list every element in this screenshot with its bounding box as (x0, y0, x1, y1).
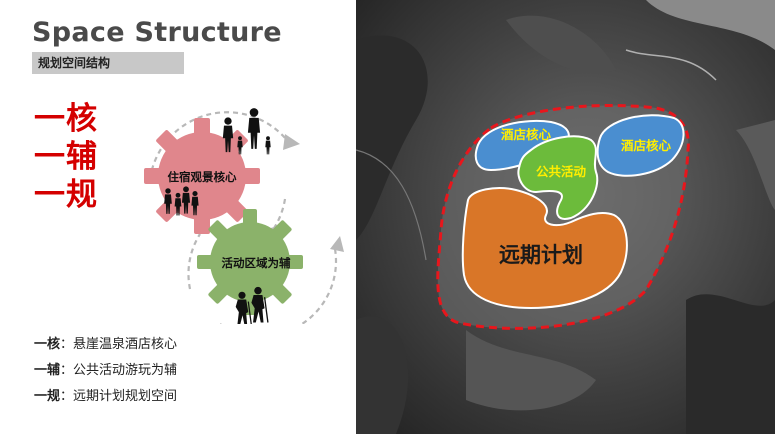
zone-future-plan (461, 187, 628, 310)
keyword-auxiliary: 一辅 (34, 139, 98, 175)
zone-label-activity: 公共活动 (536, 164, 587, 179)
zone-label-hotel-right: 酒店核心 (621, 138, 672, 153)
aerial-site-map: 酒店核心 酒店核心 公共活动 远期计划 (356, 0, 775, 434)
structure-diagram: 住宿观景核心 活动区域为辅 (144, 108, 344, 324)
keyword-core: 一核 (34, 101, 98, 137)
zone-label-hotel-left: 酒店核心 (501, 127, 552, 142)
legend-list: 一核：悬崖温泉酒店核心 一辅：公共活动游玩为辅 一规：远期计划规划空间 (34, 332, 177, 410)
gear-bottom-label: 活动区域为辅 (222, 256, 291, 270)
legend-item: 一辅：公共活动游玩为辅 (34, 363, 178, 378)
page-title: Space Structure (32, 17, 282, 48)
legend-item: 一规：远期计划规划空间 (34, 389, 178, 404)
subtitle-bar: 规划空间结构 (32, 52, 184, 74)
zone-label-future: 远期计划 (499, 243, 583, 267)
zone-hotel-core-right (596, 114, 685, 177)
terrain-texture (356, 0, 775, 434)
legend-item: 一核：悬崖温泉酒店核心 (34, 337, 178, 352)
keyword-plan: 一规 (34, 177, 98, 213)
gear-top-label: 住宿观景核心 (168, 170, 237, 184)
family-icon (222, 108, 271, 155)
page-subtitle: 规划空间结构 (38, 56, 111, 70)
keyword-list: 一核 一辅 一规 (34, 100, 98, 214)
zone-public-activity (517, 135, 599, 220)
